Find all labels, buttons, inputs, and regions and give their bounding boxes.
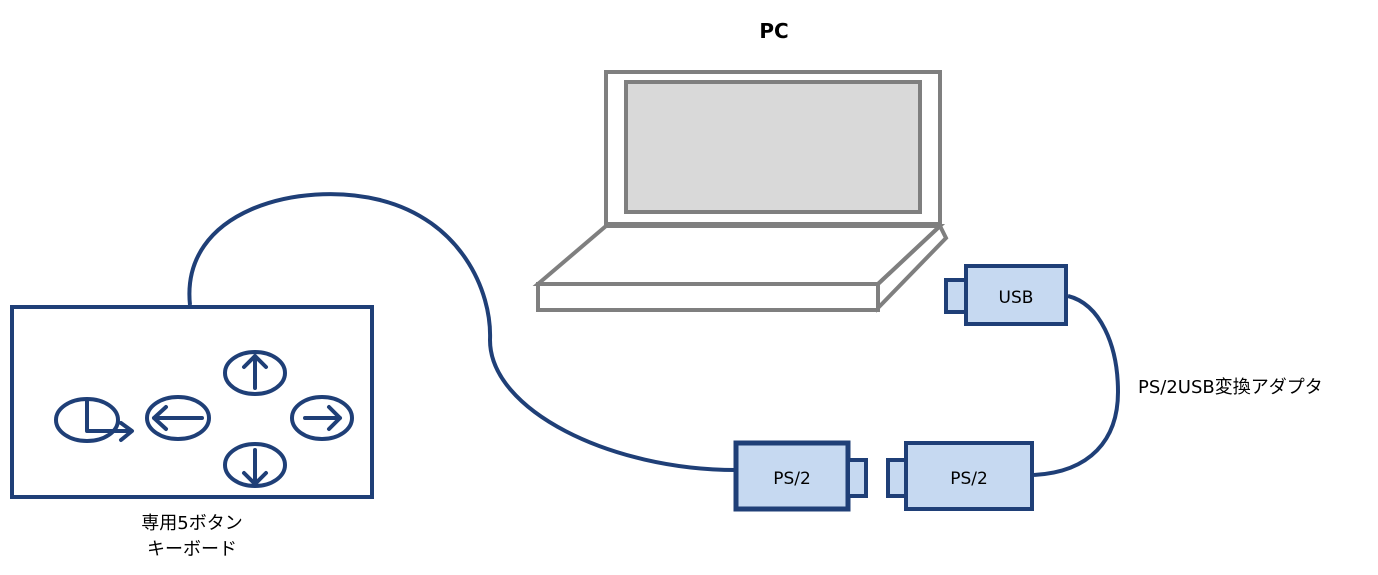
ps2-adapter-plug-label: PS/2	[950, 469, 988, 489]
ps2-adapter-plug	[886, 441, 1034, 511]
right-arrow-button-icon	[290, 395, 354, 441]
adapter-label: PS/2USB変換アダプタ	[1138, 377, 1323, 398]
adapter-cable	[1033, 294, 1121, 477]
usb-plug	[944, 264, 1068, 326]
usb-plug-tip	[944, 278, 968, 314]
laptop	[532, 70, 949, 313]
clock-button-icon	[54, 397, 134, 443]
up-arrow-button-icon	[223, 350, 287, 396]
down-arrow-button-icon	[223, 442, 287, 488]
ps2-cable-plug-tip	[846, 458, 868, 498]
pc-label: PC	[759, 19, 788, 43]
ps2-adapter-plug-body	[904, 441, 1034, 511]
ps2-adapter-plug-tip	[886, 458, 908, 498]
keyboard-buttons	[54, 350, 354, 488]
laptop-base-side	[876, 222, 949, 313]
keyboard-label-line1: 専用5ボタン	[141, 513, 242, 534]
left-arrow-button-icon	[145, 395, 211, 441]
ps2-cable-plug-label: PS/2	[773, 469, 811, 489]
keyboard-box	[10, 305, 374, 499]
keyboard-label-line2: キーボード	[147, 539, 237, 560]
keyboard-cable	[187, 192, 737, 472]
laptop-base-top	[532, 224, 946, 286]
ps2-cable-plug-body	[733, 440, 851, 512]
ps2-cable-plug	[733, 440, 868, 512]
usb-plug-body	[964, 264, 1068, 326]
laptop-screen	[624, 80, 922, 214]
laptop-base-front	[536, 282, 880, 312]
usb-label: USB	[999, 288, 1034, 308]
